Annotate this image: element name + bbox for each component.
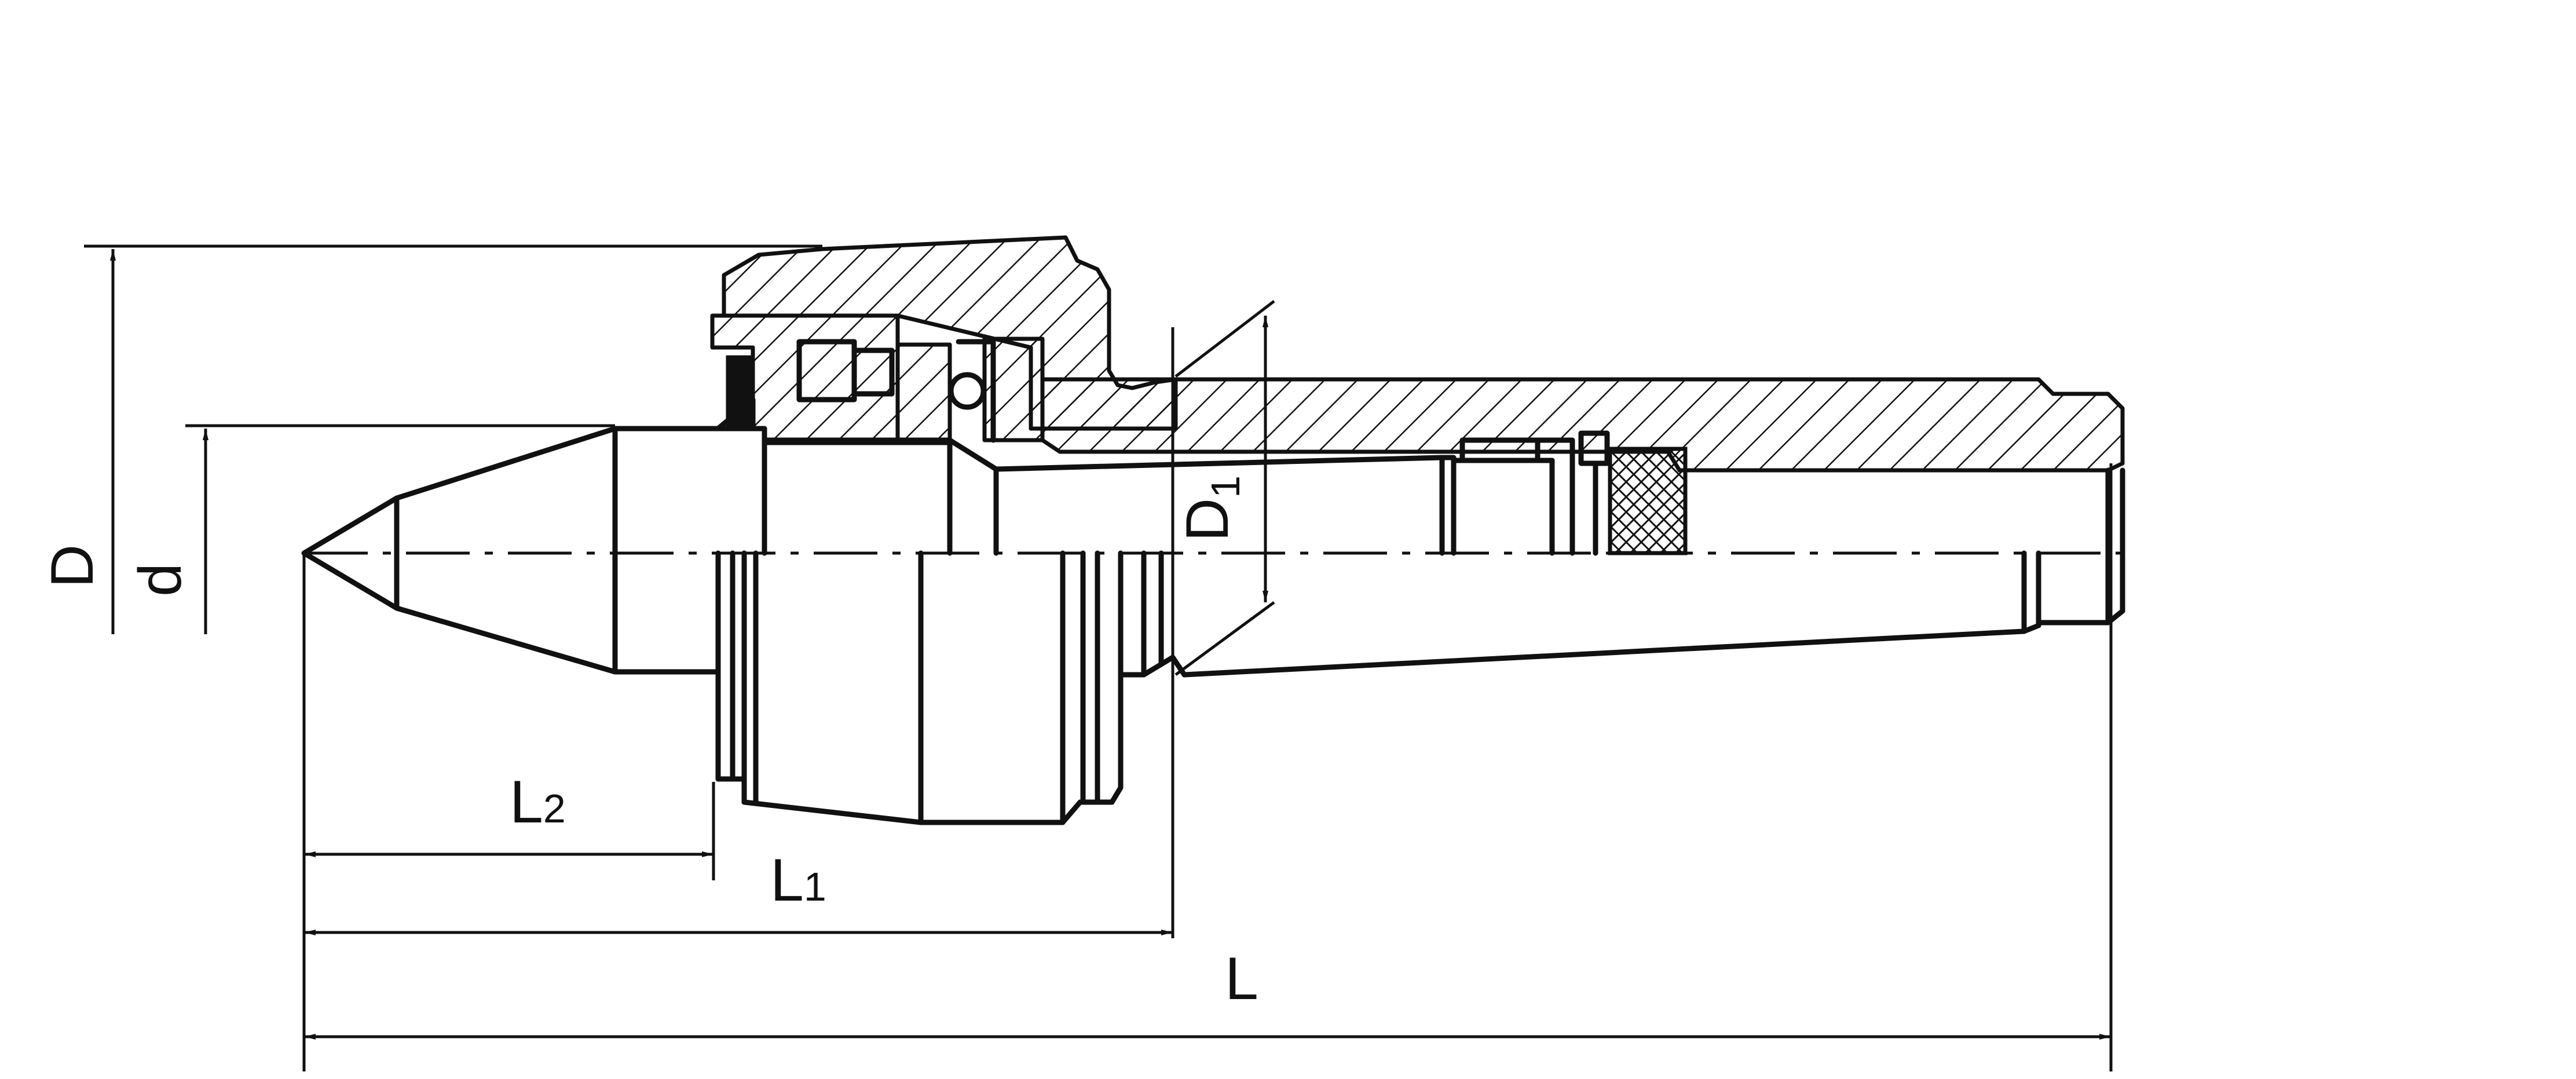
label-L1: L1 (770, 847, 826, 914)
spindle-internals (993, 430, 1610, 556)
label-D: D (39, 544, 106, 588)
bearing-race-section (895, 342, 952, 445)
label-L: L (1225, 945, 1258, 1012)
seal-element (956, 339, 996, 443)
roller-cage (851, 348, 895, 397)
label-D1: D1 (1174, 476, 1248, 542)
seal-ring-black (726, 355, 754, 427)
knurled-insert (1608, 447, 1688, 555)
rear-ring-section (982, 336, 1045, 442)
extension-lines (84, 244, 2113, 1071)
dimension-lines (110, 249, 2111, 1040)
label-L2: L2 (510, 769, 566, 836)
tip-point (301, 426, 767, 675)
taper-shank (1118, 467, 2125, 678)
ball-element (948, 372, 986, 410)
label-d: d (127, 563, 194, 597)
housing-body (715, 437, 1124, 825)
